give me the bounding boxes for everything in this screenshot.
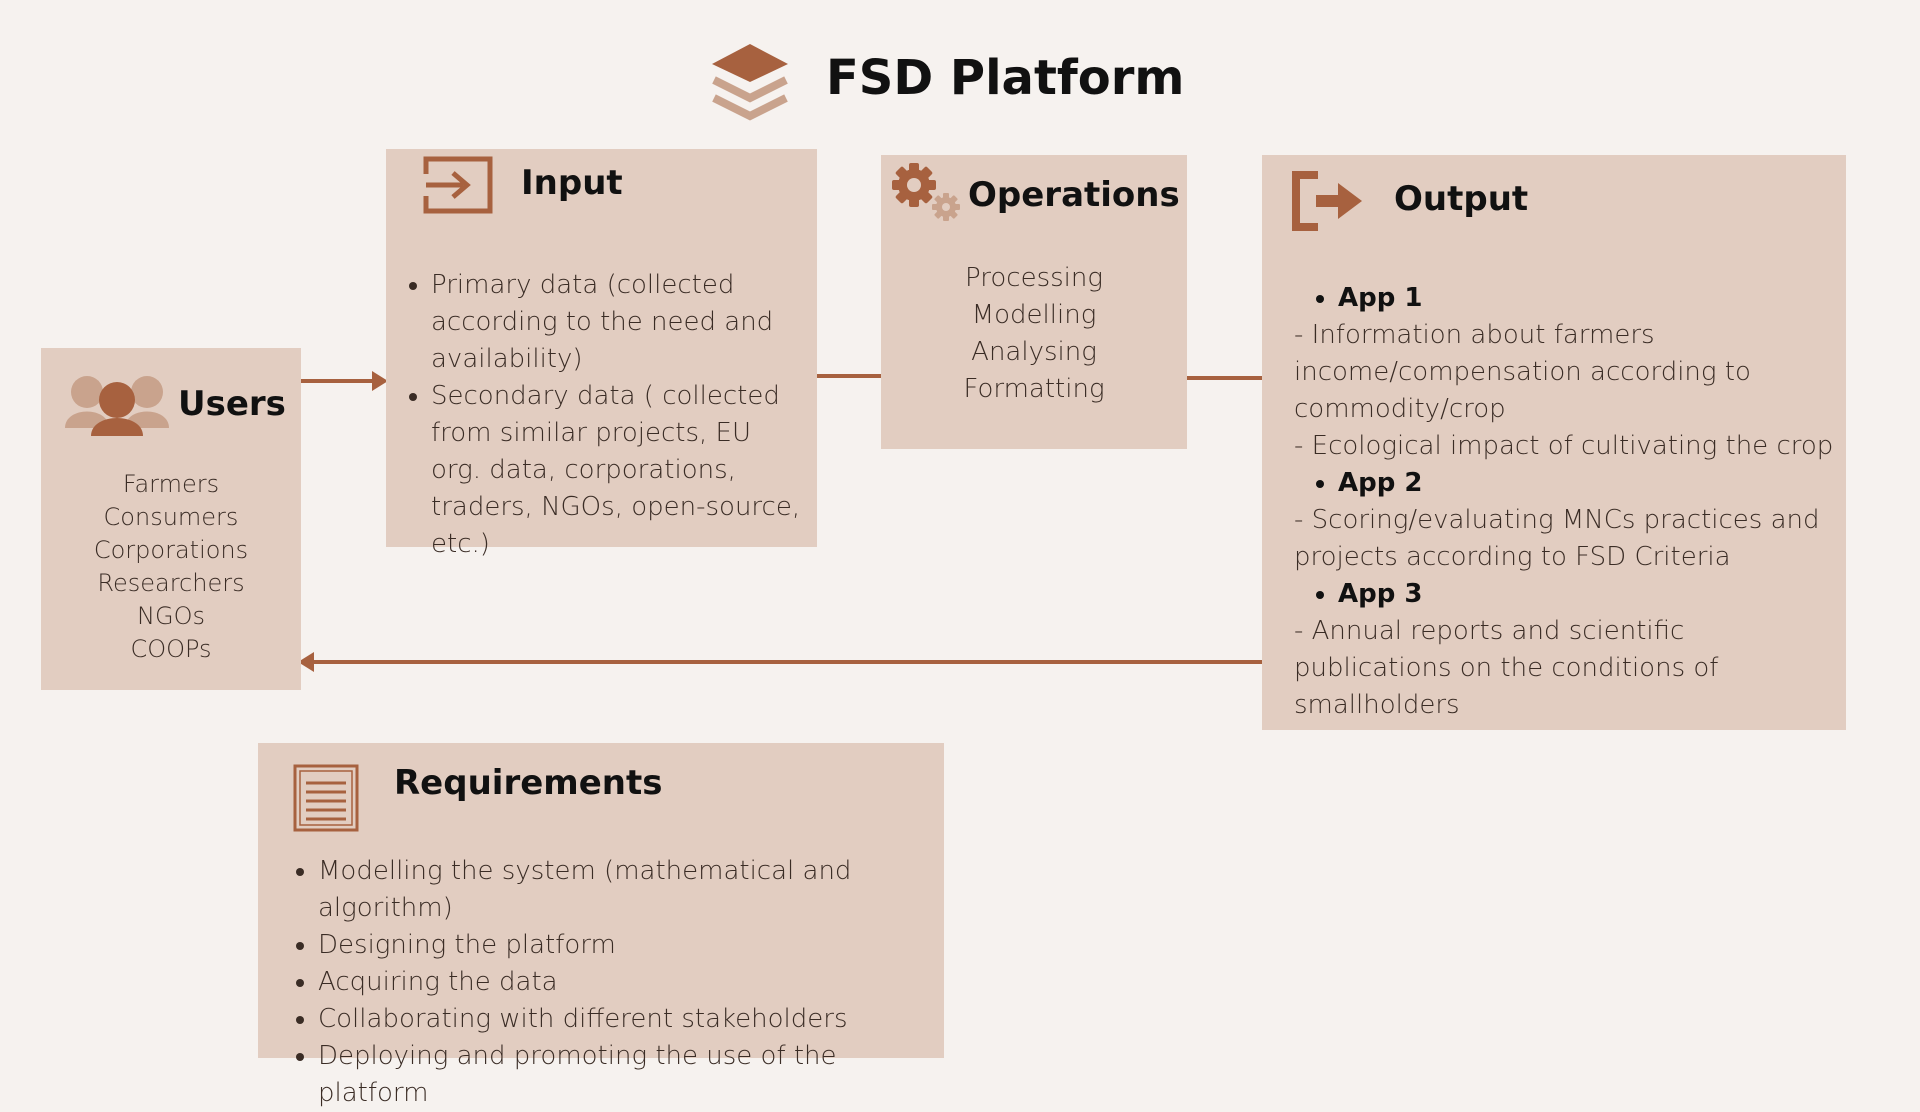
users-to-input-connector [300, 379, 378, 383]
input-bullet-secondary: Secondary data ( collected from similar … [431, 378, 801, 563]
operations-item-processing: Processing [965, 263, 1103, 293]
requirements-bullet-1: Modelling the system (mathematical and a… [318, 853, 938, 927]
layers-icon [712, 44, 788, 121]
operations-item-analysing: Analysing [971, 337, 1097, 367]
output-to-users-connector [312, 660, 1263, 664]
input-bullet-list: Primary data (collected according to the… [431, 267, 801, 563]
page-title: FSD Platform [826, 50, 1185, 106]
output-app-1-name: App 1 [1338, 280, 1834, 317]
output-content: App 1 - Information about farmers income… [1294, 280, 1834, 724]
operations-item-modelling: Modelling [971, 300, 1097, 330]
output-app-1-line-2: - Ecological impact of cultivating the c… [1294, 431, 1834, 461]
users-item-ngos: NGOs [137, 602, 205, 630]
operations-box: Operations Processing Modelling Analysin… [881, 155, 1187, 449]
input-to-operations-connector [817, 374, 881, 378]
users-to-input-arrowhead [372, 371, 388, 391]
exit-arrow-icon [1292, 171, 1362, 231]
operations-heading: Operations [968, 175, 1180, 215]
input-bullet-primary: Primary data (collected according to the… [431, 267, 801, 378]
users-item-corporations: Corporations [93, 536, 249, 564]
output-app-3-line-1: - Annual reports and scientific publicat… [1294, 616, 1719, 720]
users-item-consumers: Consumers [103, 503, 239, 531]
requirements-bullet-2: Designing the platform [318, 927, 938, 964]
users-list: Farmers Consumers Corporations Researche… [41, 468, 301, 666]
output-app-2-name: App 2 [1338, 465, 1834, 502]
output-box: Output App 1 - Information about farmers… [1262, 155, 1846, 730]
operations-to-output-connector [1187, 376, 1263, 380]
document-list-icon [293, 764, 359, 832]
output-app-1-line-1: - Information about farmers income/compe… [1294, 320, 1751, 424]
output-to-users-arrowhead [298, 652, 314, 672]
requirements-bullet-3: Acquiring the data [318, 964, 938, 1001]
users-item-researchers: Researchers [97, 569, 245, 597]
users-heading: Users [178, 384, 286, 424]
requirements-box: Requirements Modelling the system (mathe… [258, 743, 944, 1108]
users-box: Users Farmers Consumers Corporations Res… [41, 348, 301, 690]
requirements-bullet-4: Collaborating with different stakeholder… [318, 1001, 938, 1038]
output-app-3-name: App 3 [1338, 576, 1834, 613]
output-app-2-line-1: - Scoring/evaluating MNCs practices and … [1294, 505, 1820, 572]
users-item-farmers: Farmers [122, 470, 220, 498]
gears-icon [892, 163, 960, 221]
operations-list: Processing Modelling Analysing Formattin… [881, 260, 1187, 408]
input-arrow-icon [423, 156, 493, 214]
input-box: Input Primary data (collected according … [386, 149, 817, 559]
requirements-bullet-5: Deploying and promoting the use of the p… [318, 1038, 938, 1112]
requirements-bullet-list: Modelling the system (mathematical and a… [318, 853, 938, 1112]
people-group-icon [65, 376, 169, 436]
requirements-heading: Requirements [394, 763, 663, 803]
users-item-coops: COOPs [130, 635, 212, 663]
input-heading: Input [521, 163, 623, 203]
operations-item-formatting: Formatting [963, 374, 1105, 404]
title-area: FSD Platform [710, 38, 1184, 128]
output-heading: Output [1394, 179, 1529, 219]
